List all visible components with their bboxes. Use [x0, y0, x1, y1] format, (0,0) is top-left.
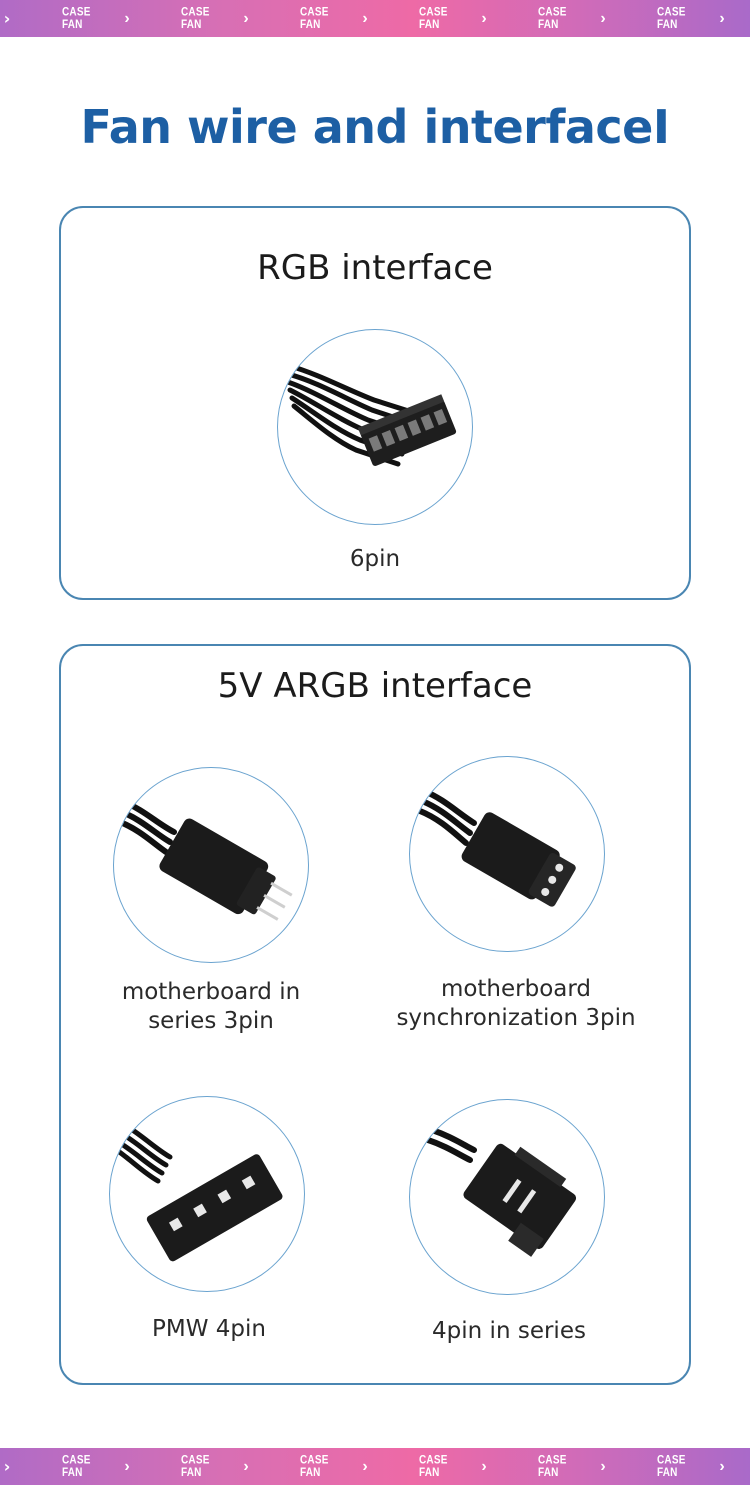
chevron-right-icon: › — [243, 1457, 249, 1475]
banner-cell: CASE FAN › — [252, 5, 371, 32]
rgb-heading: RGB interface — [257, 248, 493, 288]
argb-interface-card: 5V ARGB interface motherboard in series … — [59, 644, 691, 1385]
chevron-right-icon: › — [719, 1457, 725, 1475]
chevron-right-icon: › — [600, 1457, 606, 1475]
rgb-connector-label: 6pin — [349, 546, 401, 572]
banner-cell: CASE FAN › — [14, 1453, 133, 1480]
argb-heading: 5V ARGB interface — [217, 666, 533, 706]
banner-cell: CASE FAN › — [252, 1453, 371, 1480]
banner-cell: CASE FAN › — [371, 1453, 490, 1480]
chevron-right-icon: › — [124, 1457, 130, 1475]
banner-cell: CASE FAN › — [490, 1453, 609, 1480]
chevron-right-icon: › — [719, 9, 725, 27]
banner-cell: CASE FAN › — [14, 5, 133, 32]
banner-label: CASE FAN — [657, 1453, 686, 1480]
argb-item-2-label: motherboard synchronization 3pin — [381, 975, 651, 1033]
banner-label: CASE FAN — [300, 5, 329, 32]
banner-cell: CASE FAN › — [490, 5, 609, 32]
3pin-series-connector-icon — [113, 767, 309, 963]
chevron-right-icon: › — [362, 9, 368, 27]
4pin-series-connector-icon — [409, 1099, 605, 1295]
banner-cell: CASE FAN › — [371, 5, 490, 32]
chevron-right-icon: › — [243, 9, 249, 27]
top-banner: › CASE FAN › CASE FAN › CASE FAN › CASE FAN… — [0, 0, 750, 37]
banner-label: CASE FAN — [62, 1453, 91, 1480]
banner-label: CASE FAN — [538, 5, 567, 32]
chevron-right-icon: › — [600, 9, 606, 27]
6pin-connector-icon — [277, 329, 473, 525]
banner-label: CASE FAN — [538, 1453, 567, 1480]
4pin-pwm-connector-icon — [109, 1096, 305, 1292]
argb-item-1-line1: motherboard in — [121, 979, 301, 1005]
banner-label: CASE FAN — [62, 5, 91, 32]
banner-label: CASE FAN — [419, 1453, 448, 1480]
chevron-right-icon: › — [362, 1457, 368, 1475]
3pin-sync-connector-icon — [409, 756, 605, 952]
banner-cell: CASE FAN › — [609, 5, 728, 32]
page-title: Fan wire and interfaceI — [80, 100, 670, 154]
argb-item-1-line2: series 3pin — [148, 1008, 274, 1034]
chevron-right-icon: › — [481, 9, 487, 27]
bottom-banner: › CASE FAN › CASE FAN › CASE FAN › CASE FAN… — [0, 1448, 750, 1485]
banner-label: CASE FAN — [181, 1453, 210, 1480]
argb-item-3-label: PMW 4pin — [152, 1316, 266, 1342]
argb-item-2-line1: motherboard — [440, 976, 592, 1002]
argb-item-1-label: motherboard in series 3pin — [91, 978, 331, 1036]
argb-item-2-line2: synchronization 3pin — [396, 1005, 636, 1031]
banner-cell: CASE FAN › — [133, 1453, 252, 1480]
banner-label: CASE FAN — [181, 5, 210, 32]
banner-label: CASE FAN — [419, 5, 448, 32]
chevron-right-icon: › — [3, 1457, 11, 1476]
rgb-interface-card: RGB interface — [59, 206, 691, 600]
chevron-right-icon: › — [3, 9, 11, 28]
banner-cell: CASE FAN › — [609, 1453, 728, 1480]
banner-label: CASE FAN — [657, 5, 686, 32]
banner-cell: CASE FAN › — [133, 5, 252, 32]
argb-item-4-label: 4pin in series — [432, 1318, 586, 1344]
chevron-right-icon: › — [481, 1457, 487, 1475]
banner-label: CASE FAN — [300, 1453, 329, 1480]
chevron-right-icon: › — [124, 9, 130, 27]
